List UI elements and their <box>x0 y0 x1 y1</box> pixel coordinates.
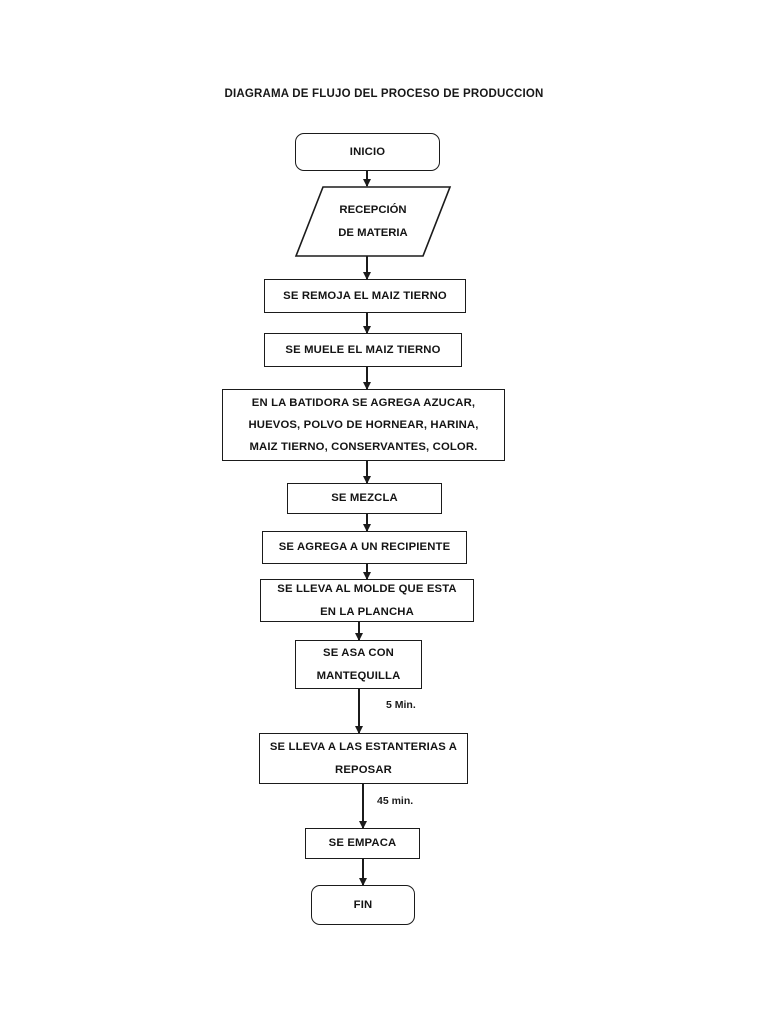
page-title: DIAGRAMA DE FLUJO DEL PROCESO DE PRODUCC… <box>224 88 544 100</box>
edge-label-asado-tiempo: 5 Min. <box>386 699 416 711</box>
flow-node-se-agrega-a-un-recipiente[interactable]: SE AGREGA A UN RECIPIENTE <box>262 531 467 564</box>
flow-node-batidora-line-1: EN LA BATIDORA SE AGREGA AZUCAR, <box>251 396 476 409</box>
flow-node-estanterias-line-2: REPOSAR <box>335 763 392 776</box>
connector-estanterias-to-empaca <box>362 784 364 828</box>
edge-label-reposo-tiempo: 45 min. <box>377 795 414 807</box>
flow-node-en-la-batidora[interactable]: EN LA BATIDORA SE AGREGA AZUCAR, HUEVOS,… <box>222 389 505 461</box>
connector-recipiente-to-molde <box>366 564 368 579</box>
flow-node-se-muele-line-1: SE MUELE EL MAIZ TIERNO <box>285 343 441 356</box>
flow-node-batidora-line-2: HUEVOS, POLVO DE HORNEAR, HARINA, <box>248 418 479 431</box>
flow-node-empaca-line-1: SE EMPACA <box>328 837 397 850</box>
flow-node-inicio[interactable]: INICIO <box>295 133 440 171</box>
flow-node-fin-line-1: FIN <box>353 898 373 911</box>
flow-node-asa-line-2: MANTEQUILLA <box>316 669 401 682</box>
flow-node-fin[interactable]: FIN <box>311 885 415 925</box>
flow-node-recepcion-de-materia[interactable]: RECEPCIÓN DE MATERIA <box>294 186 452 257</box>
flow-node-se-mezcla[interactable]: SE MEZCLA <box>287 483 442 514</box>
connector-empaca-to-fin <box>362 859 364 885</box>
flow-node-se-lleva-a-las-estanterias[interactable]: SE LLEVA A LAS ESTANTERIAS A REPOSAR <box>259 733 468 784</box>
flow-node-asa-line-1: SE ASA CON <box>323 647 394 660</box>
connector-mezcla-to-recipiente <box>366 514 368 531</box>
connector-muele-to-batidora <box>366 367 368 389</box>
flow-node-molde-line-1: SE LLEVA AL MOLDE QUE ESTA <box>277 583 457 596</box>
flow-node-se-asa-con-mantequilla[interactable]: SE ASA CON MANTEQUILLA <box>295 640 422 689</box>
flow-node-se-remoja-line-1: SE REMOJA EL MAIZ TIERNO <box>283 289 447 302</box>
flow-node-se-muele-el-maiz-tierno[interactable]: SE MUELE EL MAIZ TIERNO <box>264 333 462 367</box>
flow-node-batidora-line-3: MAIZ TIERNO, CONSERVANTES, COLOR. <box>249 441 478 453</box>
flow-node-se-mezcla-line-1: SE MEZCLA <box>331 492 398 505</box>
flow-node-estanterias-line-1: SE LLEVA A LAS ESTANTERIAS A <box>269 741 458 754</box>
connector-recepcion-to-remoja <box>366 256 368 279</box>
flow-node-inicio-line-1: INICIO <box>349 145 386 158</box>
flow-node-recipiente-line-1: SE AGREGA A UN RECIPIENTE <box>278 541 451 554</box>
connector-asa-to-estanterias <box>358 689 360 733</box>
flow-node-molde-line-2: EN LA PLANCHA <box>320 605 414 618</box>
connector-batidora-to-mezcla <box>366 461 368 483</box>
parallelogram-shape <box>294 186 452 257</box>
connector-remoja-to-muele <box>366 313 368 333</box>
flow-node-se-remoja-el-maiz-tierno[interactable]: SE REMOJA EL MAIZ TIERNO <box>264 279 466 313</box>
connector-molde-to-asa <box>358 622 360 640</box>
flow-node-se-empaca[interactable]: SE EMPACA <box>305 828 420 859</box>
flow-node-se-lleva-al-molde[interactable]: SE LLEVA AL MOLDE QUE ESTA EN LA PLANCHA <box>260 579 474 622</box>
connector-inicio-to-recepcion <box>366 171 368 186</box>
